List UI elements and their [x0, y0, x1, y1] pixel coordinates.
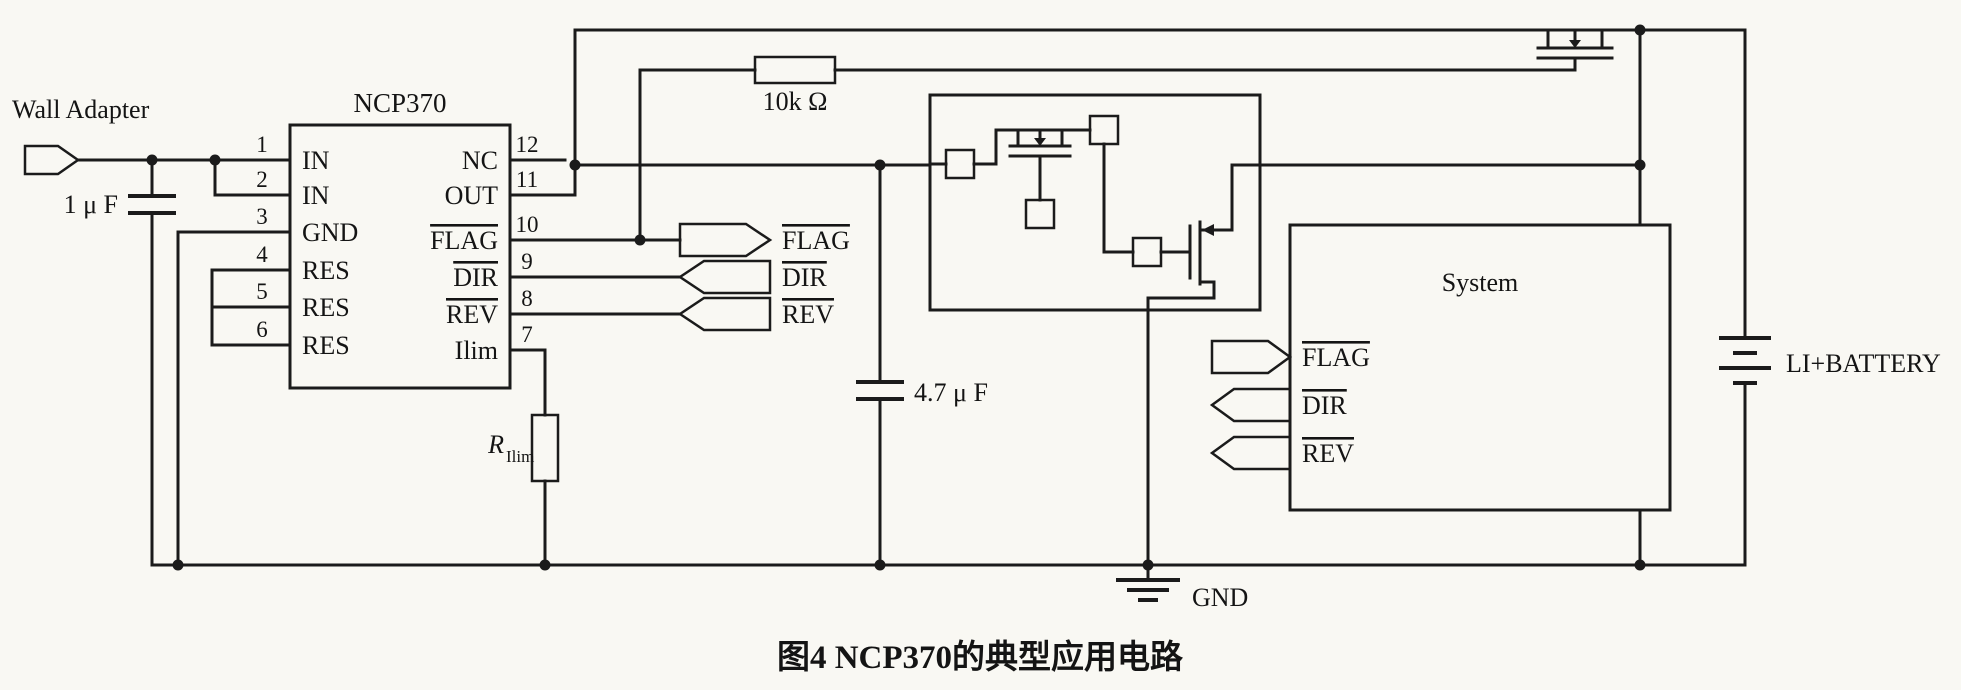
- junction-dots: [146, 24, 1646, 571]
- system-dir-out-icon: [1209, 387, 1292, 423]
- ilim-resistor: R Ilim: [487, 413, 560, 483]
- ncp370-signal-flags: FLAG DIR REV: [677, 222, 850, 332]
- input-capacitor-label: 1 μ F: [64, 190, 118, 219]
- res-pins-wire: [210, 268, 292, 347]
- battery-plates: [1719, 336, 1771, 385]
- ncp370-ic: NCP370 1 2 3 4 5 6 IN IN GND RES RES RES…: [256, 88, 539, 390]
- dir-in-icon: [677, 259, 772, 295]
- junction-dot: [1142, 559, 1154, 571]
- flag-out-icon: [678, 222, 773, 258]
- junction-dot: [874, 559, 886, 571]
- pullup-wire: [638, 68, 1577, 242]
- wall-adapter-label: Wall Adapter: [12, 95, 150, 124]
- battery: LI+BATTERY: [1719, 336, 1941, 385]
- output-capacitor-plates: [856, 380, 904, 401]
- ground-label: GND: [1192, 583, 1248, 612]
- block-terminal-d: [1131, 236, 1163, 268]
- pin2-branch-wire: [213, 158, 292, 197]
- pin-number-5: 5: [256, 279, 268, 304]
- out-pin-wire: [508, 28, 1747, 197]
- pin-label-flag: FLAG: [430, 226, 498, 255]
- pin-label-res1: RES: [302, 256, 350, 285]
- pin-number-11: 11: [516, 167, 538, 192]
- pullup-resistor-body: [753, 55, 837, 85]
- pin-number-3: 3: [256, 204, 268, 229]
- block-internal-wires: [928, 128, 1262, 567]
- figure-caption: 图4 NCP370的典型应用电路: [777, 638, 1184, 676]
- pin-number-6: 6: [256, 317, 268, 342]
- system-flag-label: FLAG: [1302, 343, 1370, 372]
- ground-symbol: GND: [1116, 563, 1248, 612]
- input-capacitor-plates: [128, 194, 176, 215]
- pin-label-res2: RES: [302, 293, 350, 322]
- pass-mosfet-leads: [1536, 28, 1614, 72]
- pin-label-in1: IN: [302, 146, 330, 175]
- mosfet2-arrow-icon: [1202, 224, 1214, 236]
- system-dir-label: DIR: [1302, 391, 1347, 420]
- pin-number-7: 7: [521, 322, 533, 347]
- gnd-pin-wire: [176, 230, 292, 567]
- junction-dot: [874, 159, 886, 171]
- block-terminal-a: [944, 148, 976, 180]
- block-terminal-b: [1088, 114, 1120, 146]
- pullup-resistor: 10k Ω: [753, 55, 837, 116]
- ncp370-title: NCP370: [353, 88, 446, 118]
- rev-net-label: REV: [782, 300, 834, 329]
- pin-number-8: 8: [521, 286, 533, 311]
- system-block: System FLAG DIR REV: [1209, 223, 1672, 512]
- pin-label-rev: REV: [446, 300, 498, 329]
- pin-number-9: 9: [521, 249, 533, 274]
- block-terminal-c: [1024, 198, 1056, 230]
- wall-adapter-connector: Wall Adapter: [12, 95, 150, 176]
- rev-in-icon: [677, 296, 772, 332]
- battery-label: LI+BATTERY: [1786, 349, 1941, 378]
- pass-mosfet: [1536, 28, 1614, 72]
- system-flag-in-icon: [1210, 339, 1293, 375]
- junction-dot: [209, 154, 221, 166]
- output-capacitor: 4.7 μ F: [856, 378, 988, 407]
- wall-adapter-plug-icon: [23, 144, 81, 176]
- ground-bars-icon: [1116, 578, 1180, 602]
- ilim-resistor-body: [530, 413, 560, 483]
- system-rev-out-icon: [1209, 435, 1292, 471]
- pin-label-dir: DIR: [453, 263, 498, 292]
- pin-number-10: 10: [516, 212, 539, 237]
- junction-dot: [1634, 159, 1646, 171]
- pass-mosfet-arrow-icon: [1569, 40, 1581, 48]
- mosfet-block: [928, 93, 1262, 567]
- mosfet1-arrow-icon: [1034, 138, 1046, 146]
- pin-label-nc: NC: [462, 146, 498, 175]
- ilim-resistor-symbol: R: [487, 430, 504, 459]
- mosfet-block-body: [928, 93, 1262, 312]
- junction-dot: [146, 154, 158, 166]
- system-body: [1288, 223, 1672, 512]
- output-capacitor-label: 4.7 μ F: [914, 378, 988, 407]
- pin-number-2: 2: [256, 167, 268, 192]
- junction-dot: [1634, 24, 1646, 36]
- pin-label-gnd: GND: [302, 218, 358, 247]
- pin-number-1: 1: [256, 132, 268, 157]
- dir-net-label: DIR: [782, 263, 827, 292]
- system-rev-label: REV: [1302, 439, 1354, 468]
- pin-number-12: 12: [516, 132, 539, 157]
- junction-dot: [539, 559, 551, 571]
- junction-dot: [634, 234, 646, 246]
- ilim-resistor-subscript: Ilim: [506, 447, 534, 466]
- pullup-resistor-label: 10k Ω: [763, 87, 828, 116]
- flag-net-label: FLAG: [782, 226, 850, 255]
- junction-dot: [1634, 559, 1646, 571]
- input-capacitor: 1 μ F: [64, 190, 176, 219]
- junction-dot: [569, 159, 581, 171]
- junction-dot: [172, 559, 184, 571]
- ncp370-body: [288, 123, 512, 390]
- pin-label-ilim: Ilim: [455, 336, 498, 365]
- pin-label-res3: RES: [302, 331, 350, 360]
- pin-number-4: 4: [256, 242, 268, 267]
- pin-label-out: OUT: [445, 181, 499, 210]
- system-label: System: [1442, 268, 1519, 297]
- wires: [76, 28, 1747, 567]
- pin-label-in2: IN: [302, 181, 330, 210]
- ilim-wire: [508, 348, 547, 567]
